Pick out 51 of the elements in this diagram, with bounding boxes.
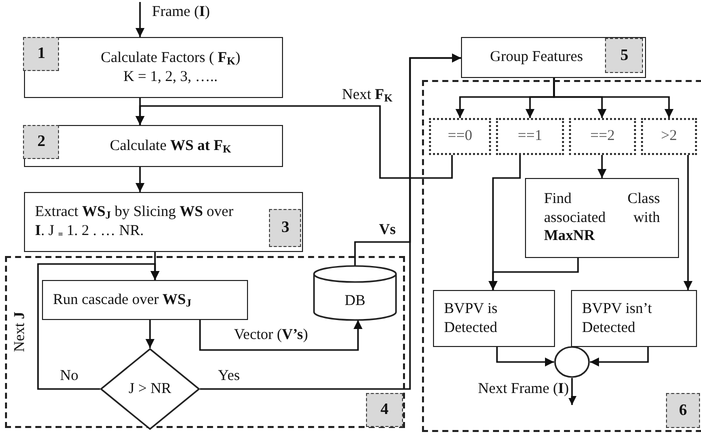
arrow — [684, 155, 692, 290]
merge-circle — [554, 346, 590, 378]
process-box — [24, 192, 303, 252]
arrow — [496, 347, 554, 366]
arrow — [37, 263, 160, 390]
arrow — [136, 2, 144, 37]
arrow — [146, 320, 154, 348]
step-text: Calculate Factors ( F$_{K}$) — [100, 48, 242, 68]
step-text: BVPV isn’t Detected — [582, 300, 653, 338]
condition-box: >2 — [641, 118, 697, 155]
process-box — [24, 37, 283, 98]
decision-text: J > NR — [128, 380, 172, 398]
decision-diamond — [100, 348, 200, 430]
step-number-badge: 5 — [605, 38, 644, 74]
process-box — [42, 280, 248, 320]
step-text: BVPV is Detected — [444, 300, 498, 338]
step-text: Extract WS$_{J}$ by Slicing WS over I. J ₌ 1. 2 . … NR. — [35, 203, 234, 241]
edge-label: Next Frame (I) — [476, 381, 571, 398]
condition-box: ==0 — [429, 118, 491, 155]
step-text: Group Features — [489, 48, 584, 67]
arrow — [568, 378, 576, 405]
arrow — [136, 167, 144, 192]
arrow — [354, 54, 461, 266]
arrow — [598, 155, 606, 178]
database-text: DB — [344, 292, 366, 310]
database-cylinder — [313, 266, 397, 320]
process-box — [571, 290, 697, 347]
step-text: K = 1, 2, 3, ….. — [122, 68, 219, 86]
edge-label: Next F$_{K}$ — [340, 87, 394, 104]
condition-box: ==1 — [496, 118, 564, 155]
step-number-badge: 1 — [23, 37, 60, 72]
process-box — [525, 178, 679, 258]
condition-box: ==2 — [569, 118, 636, 155]
process-box — [24, 125, 283, 167]
arrow — [199, 320, 362, 351]
edge-label: Vector (V’s) — [232, 327, 310, 344]
step-number-badge: 2 — [23, 125, 60, 160]
process-box — [461, 37, 646, 78]
arrow — [136, 105, 453, 179]
step-number-badge: 3 — [269, 209, 302, 248]
arrow — [488, 258, 579, 290]
edge-label: Frame (I) — [150, 4, 212, 20]
arrow — [590, 347, 649, 366]
process-box — [433, 290, 555, 347]
step-number-badge: 6 — [666, 393, 700, 428]
step-number-badge: 4 — [366, 393, 403, 427]
step-text: Find Class associated with MaxNR — [544, 190, 660, 246]
stage-region — [422, 80, 701, 432]
step-text: Calculate WS at F$_{K}$ — [108, 136, 232, 156]
step-text: Run cascade over WS$_{J}$ — [53, 290, 192, 310]
arrow — [553, 78, 674, 118]
